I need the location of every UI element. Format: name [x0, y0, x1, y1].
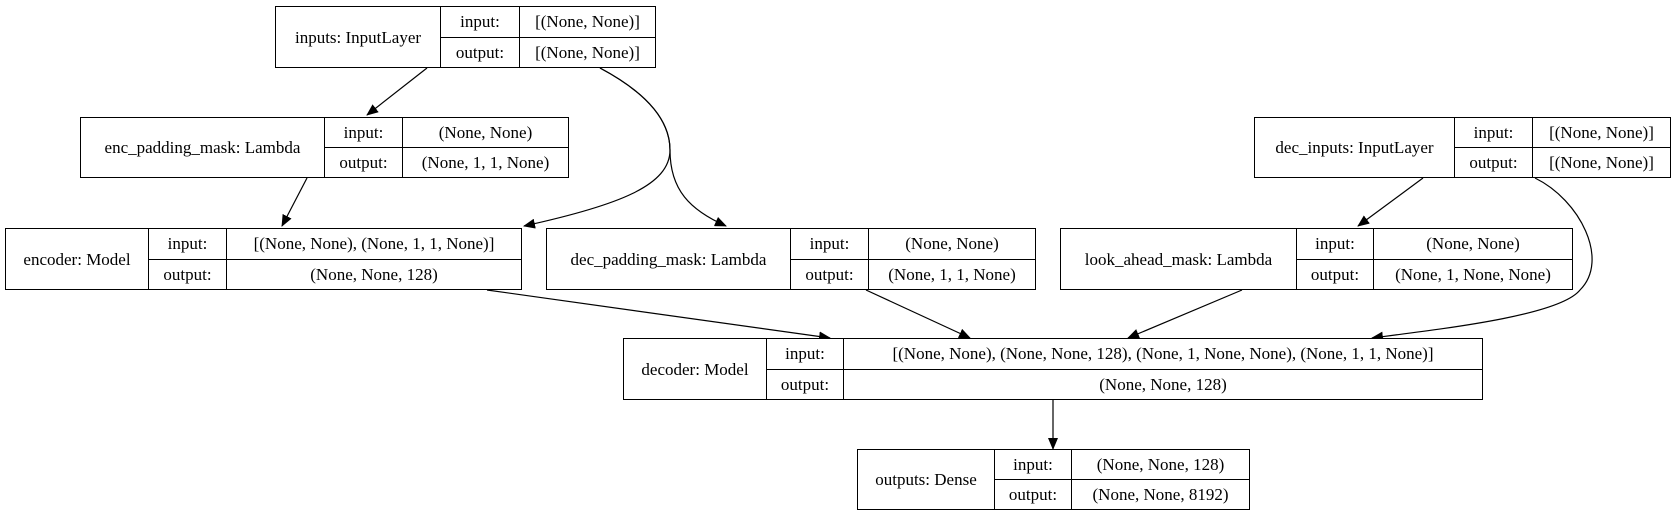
node-decoder-output-label: output:	[767, 368, 843, 400]
node-outputs-input-shape: (None, None, 128)	[1096, 455, 1225, 474]
node-dec-inputs-input-label: input:	[1473, 123, 1514, 142]
node-decoder-output-shape: (None, None, 128)	[844, 368, 1482, 400]
edge-dec-inputs-to-decoder	[1371, 177, 1593, 342]
node-enc-padding-mask: enc_padding_mask: Lambda input: output: …	[80, 117, 569, 178]
node-encoder: encoder: Model input: output: [(None, No…	[5, 228, 522, 290]
node-encoder-output-label: output:	[149, 258, 226, 290]
node-dec-inputs-input-shape: [(None, None)]	[1549, 123, 1654, 142]
node-dec-padding-mask-input-shape: (None, None)	[905, 234, 999, 254]
node-dec-inputs: dec_inputs: InputLayer input: output: [(…	[1254, 117, 1671, 178]
node-inputs-input-shape: [(None, None)]	[535, 12, 640, 32]
node-look-ahead-mask-input-label: input:	[1315, 234, 1355, 254]
node-decoder-input-shape: [(None, None), (None, None, 128), (None,…	[892, 344, 1434, 364]
node-look-ahead-mask-output-shape: (None, 1, None, None)	[1374, 258, 1572, 290]
node-decoder-input-label: input:	[785, 344, 825, 364]
node-encoder-name: encoder: Model	[6, 229, 149, 289]
node-dec-padding-mask-input-label: input:	[809, 234, 850, 254]
edge-dec-padding-mask-to-decoder	[865, 289, 971, 339]
node-decoder: decoder: Model input: output: [(None, No…	[623, 338, 1483, 400]
node-outputs-input-label: input:	[1013, 455, 1053, 474]
edge-inputs-to-dec-padding-mask	[599, 67, 727, 227]
node-outputs-output-shape: (None, None, 8192)	[1072, 479, 1249, 509]
node-enc-padding-mask-input-shape: (None, None)	[438, 123, 533, 142]
edge-look-ahead-mask-to-decoder	[1127, 289, 1243, 339]
node-encoder-input-shape: [(None, None), (None, 1, 1, None)]	[253, 234, 495, 254]
node-dec-inputs-name: dec_inputs: InputLayer	[1255, 118, 1455, 177]
edge-encoder-to-decoder	[486, 289, 831, 342]
node-outputs: outputs: Dense input: output: (None, Non…	[857, 449, 1250, 510]
node-encoder-output-shape: (None, None, 128)	[227, 258, 521, 290]
node-dec-padding-mask: dec_padding_mask: Lambda input: output: …	[546, 228, 1036, 290]
node-dec-padding-mask-name: dec_padding_mask: Lambda	[547, 229, 791, 289]
node-dec-inputs-output-shape: [(None, None)]	[1533, 147, 1670, 177]
node-look-ahead-mask-input-shape: (None, None)	[1426, 234, 1520, 254]
node-outputs-output-label: output:	[995, 479, 1071, 509]
edge-enc-padding-mask-to-encoder	[281, 177, 308, 227]
node-dec-padding-mask-output-shape: (None, 1, 1, None)	[869, 258, 1035, 290]
node-enc-padding-mask-output-shape: (None, 1, 1, None)	[403, 147, 568, 177]
node-dec-padding-mask-output-label: output:	[791, 258, 868, 290]
node-inputs-output-shape: [(None, None)]	[520, 36, 655, 68]
node-encoder-input-label: input:	[167, 234, 208, 254]
node-look-ahead-mask: look_ahead_mask: Lambda input: output: (…	[1060, 228, 1573, 290]
node-inputs-output-label: output:	[441, 36, 519, 68]
node-decoder-name: decoder: Model	[624, 339, 767, 399]
node-enc-padding-mask-output-label: output:	[325, 147, 402, 177]
node-inputs: inputs: InputLayer input: output: [(None…	[275, 6, 656, 68]
node-inputs-input-label: input:	[460, 12, 500, 32]
node-look-ahead-mask-output-label: output:	[1297, 258, 1373, 290]
node-look-ahead-mask-name: look_ahead_mask: Lambda	[1061, 229, 1297, 289]
node-inputs-name: inputs: InputLayer	[276, 7, 441, 67]
node-outputs-name: outputs: Dense	[858, 450, 995, 509]
node-enc-padding-mask-input-label: input:	[343, 123, 384, 142]
edge-inputs-to-enc-padding-mask	[366, 67, 428, 116]
edge-dec-inputs-to-look-ahead-mask	[1357, 177, 1424, 227]
node-enc-padding-mask-name: enc_padding_mask: Lambda	[81, 118, 325, 177]
node-dec-inputs-output-label: output:	[1455, 147, 1532, 177]
